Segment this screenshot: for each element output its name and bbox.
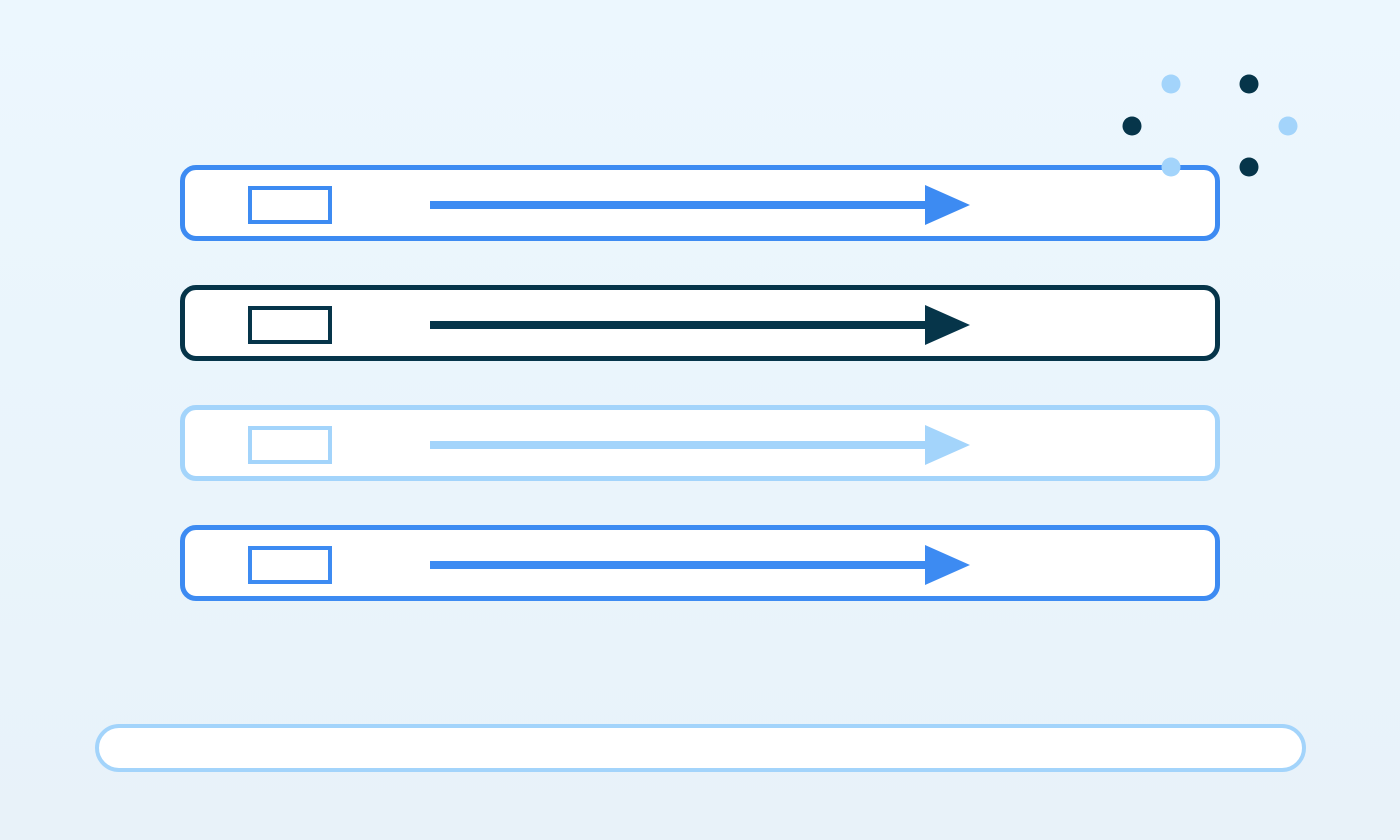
flow-row-1 (180, 165, 1220, 241)
dot (1161, 74, 1181, 94)
dot (1239, 74, 1259, 94)
flow-row-2 (180, 285, 1220, 361)
arrow-right-icon (430, 545, 970, 585)
bottom-bar (95, 724, 1306, 772)
flow-row-3 (180, 405, 1220, 481)
dot (1122, 116, 1142, 136)
row-box (248, 186, 332, 224)
arrow-right-icon (430, 425, 970, 465)
row-box (248, 546, 332, 584)
arrow-head (925, 185, 970, 225)
arrow-head (925, 545, 970, 585)
dot (1239, 157, 1259, 177)
flow-row-4 (180, 525, 1220, 601)
arrow-head (925, 305, 970, 345)
arrow-head (925, 425, 970, 465)
arrow-right-icon (430, 185, 970, 225)
dot (1278, 116, 1298, 136)
row-box (248, 426, 332, 464)
row-box (248, 306, 332, 344)
arrow-right-icon (430, 305, 970, 345)
